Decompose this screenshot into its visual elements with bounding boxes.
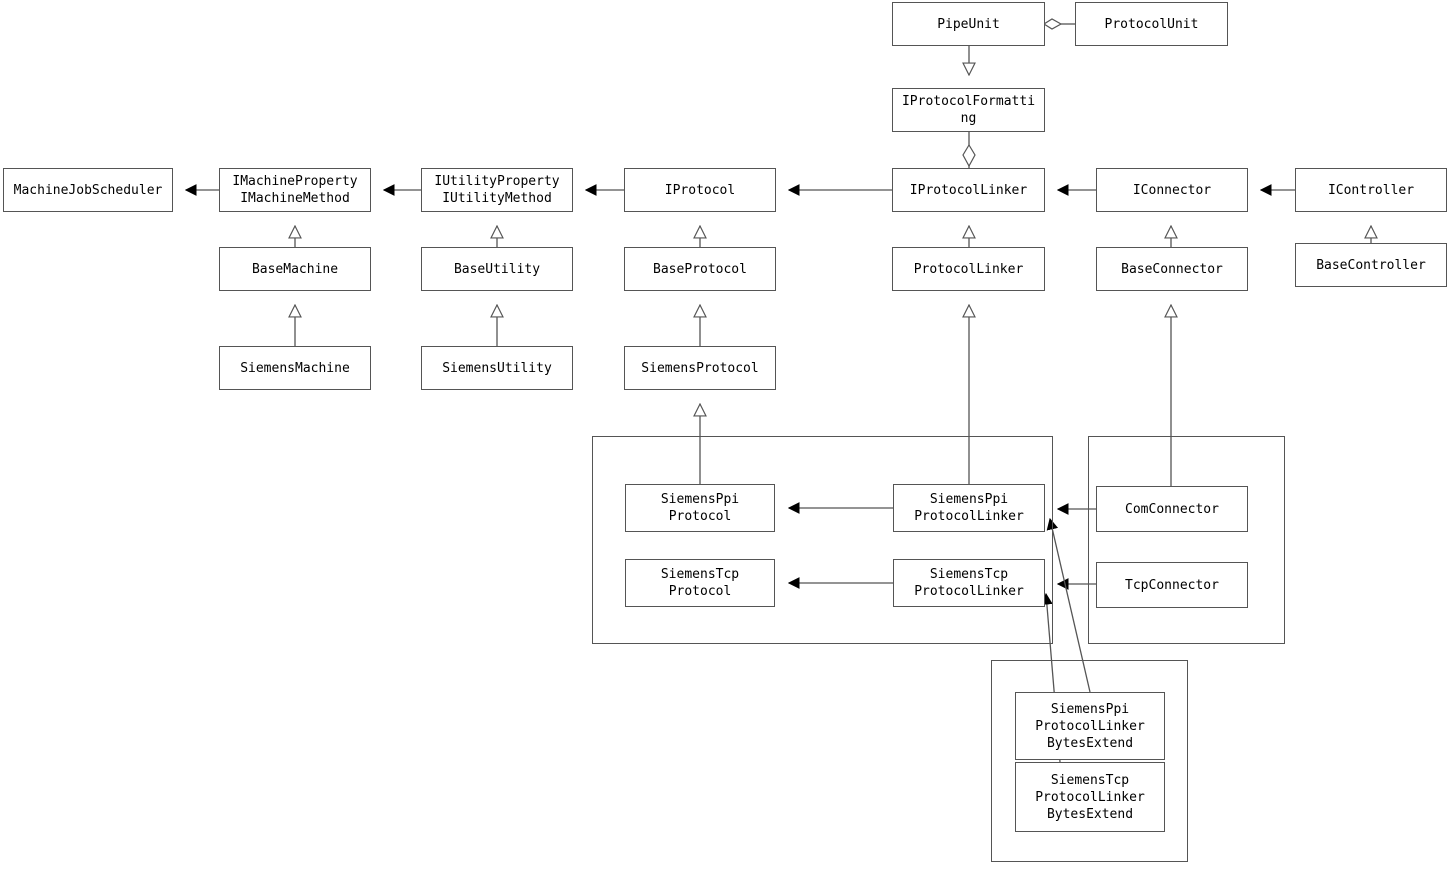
class-node-base-machine[interactable]: BaseMachine [219, 247, 371, 291]
class-label: BaseMachine [251, 261, 339, 277]
class-node-siemens-ppi-protocol-linker-bytes-extend[interactable]: SiemensPpi ProtocolLinker BytesExtend [1015, 692, 1165, 760]
class-node-siemens-utility[interactable]: SiemensUtility [421, 346, 573, 390]
class-label: BaseController [1316, 257, 1426, 273]
class-node-base-protocol[interactable]: BaseProtocol [624, 247, 776, 291]
class-node-siemens-ppi-protocol[interactable]: SiemensPpi Protocol [625, 484, 775, 532]
class-label: PipeUnit [937, 16, 1000, 32]
class-node-com-connector[interactable]: ComConnector [1096, 486, 1248, 532]
class-node-siemens-tcp-protocol-linker-bytes-extend[interactable]: SiemensTcp ProtocolLinker BytesExtend [1015, 762, 1165, 832]
class-label: SiemensProtocol [641, 360, 759, 376]
class-label: BaseUtility [453, 261, 541, 277]
class-label: SiemensTcp ProtocolLinker [914, 567, 1024, 599]
class-label: SiemensPpi Protocol [660, 492, 740, 524]
class-node-base-utility[interactable]: BaseUtility [421, 247, 573, 291]
class-node-imachine-property[interactable]: IMachineProperty IMachineMethod [219, 168, 371, 212]
class-node-siemens-protocol[interactable]: SiemensProtocol [624, 346, 776, 390]
class-label: TcpConnector [1125, 577, 1219, 593]
class-node-iprotocol-linker[interactable]: IProtocolLinker [892, 168, 1045, 212]
class-node-machine-job-scheduler[interactable]: MachineJobScheduler [3, 168, 173, 212]
class-label: SiemensTcp ProtocolLinker BytesExtend [1035, 772, 1145, 822]
class-node-tcp-connector[interactable]: TcpConnector [1096, 562, 1248, 608]
class-node-iconnector[interactable]: IConnector [1096, 168, 1248, 212]
class-node-siemens-tcp-protocol-linker[interactable]: SiemensTcp ProtocolLinker [893, 559, 1045, 607]
class-label: SiemensMachine [240, 360, 350, 376]
class-node-pipe-unit[interactable]: PipeUnit [892, 2, 1045, 46]
class-label: SiemensPpi ProtocolLinker BytesExtend [1035, 701, 1145, 751]
class-label: IUtilityProperty IUtilityMethod [434, 174, 560, 206]
class-node-siemens-machine[interactable]: SiemensMachine [219, 346, 371, 390]
class-node-protocol-unit[interactable]: ProtocolUnit [1075, 2, 1228, 46]
class-node-icontroller[interactable]: IController [1295, 168, 1447, 212]
class-label: IProtocolLinker [909, 182, 1028, 198]
class-node-iutility-property[interactable]: IUtilityProperty IUtilityMethod [421, 168, 573, 212]
class-label: IMachineProperty IMachineMethod [232, 174, 358, 206]
class-node-protocol-linker[interactable]: ProtocolLinker [892, 247, 1045, 291]
class-node-iprotocol-formatting[interactable]: IProtocolFormatti ng [892, 88, 1045, 132]
class-node-iprotocol[interactable]: IProtocol [624, 168, 776, 212]
class-label: IProtocol [664, 182, 736, 198]
class-label: ProtocolLinker [913, 261, 1024, 277]
class-label: SiemensPpi ProtocolLinker [914, 492, 1024, 524]
class-node-siemens-ppi-protocol-linker[interactable]: SiemensPpi ProtocolLinker [893, 484, 1045, 532]
class-node-siemens-tcp-protocol[interactable]: SiemensTcp Protocol [625, 559, 775, 607]
aggregation-diamond-pipe-unit [1042, 18, 1063, 30]
class-label: ProtocolUnit [1104, 16, 1199, 32]
class-label: BaseProtocol [653, 261, 747, 277]
class-label: SiemensUtility [442, 360, 552, 376]
group-connector-group [1088, 436, 1285, 644]
class-label: IController [1327, 182, 1415, 198]
class-label: ComConnector [1125, 501, 1219, 517]
class-node-base-connector[interactable]: BaseConnector [1096, 247, 1248, 291]
aggregation-diamond-iprotocol-linker [962, 143, 976, 168]
class-label: SiemensTcp Protocol [660, 567, 740, 599]
class-node-base-controller[interactable]: BaseController [1295, 243, 1447, 287]
class-label: IProtocolFormatti ng [901, 94, 1036, 126]
class-label: MachineJobScheduler [13, 182, 163, 198]
class-label: BaseConnector [1121, 261, 1223, 277]
class-label: IConnector [1132, 182, 1212, 198]
group-siemens-protocol-group [592, 436, 1053, 644]
